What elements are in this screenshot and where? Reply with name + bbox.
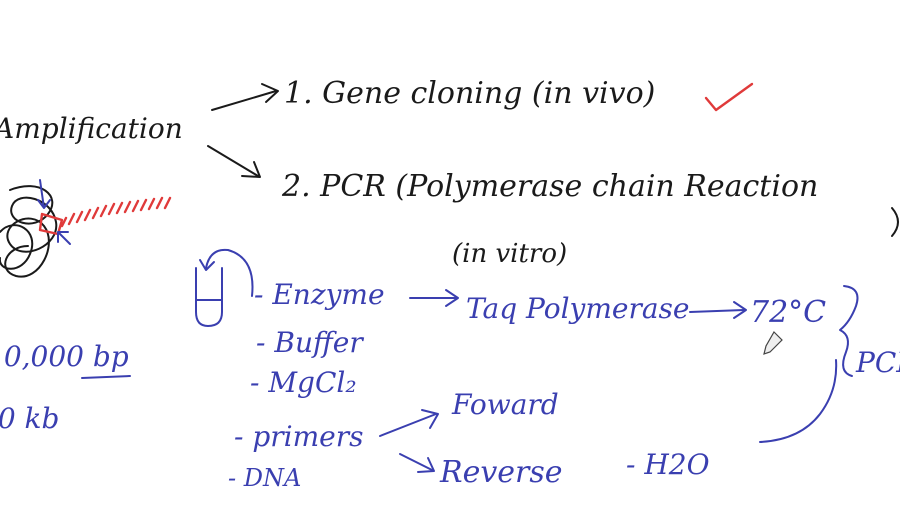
reverse-text: Reverse <box>439 455 563 490</box>
arrow-primers-to-reverse <box>399 453 435 473</box>
check-mark-icon <box>704 82 754 112</box>
arrow-taq-to-temp <box>689 301 747 319</box>
size-bp-text: 10,000 bp <box>0 340 129 373</box>
curly-brace <box>839 285 859 377</box>
pcr-mix-text: PCR mix <box>855 346 900 379</box>
arrow-to-pcr <box>207 145 261 178</box>
arrow-enzyme-to-taq <box>409 289 459 307</box>
amplification-text: Amplification <box>0 112 183 145</box>
enzyme-text: - Enzyme <box>254 278 385 311</box>
buffer-text: - Buffer <box>256 326 364 359</box>
pcr-text: 2. PCR (Polymerase chain Reaction <box>281 169 818 204</box>
mgcl2-text: - MgCl₂ <box>250 366 357 399</box>
temperature-text: 72°C <box>750 295 826 330</box>
arrow-to-gene-cloning <box>211 83 279 111</box>
arrow-primers-to-forward <box>379 409 439 437</box>
bp-underline <box>81 375 131 379</box>
gene-cloning-text: 1. Gene cloning (in vivo) <box>284 76 655 111</box>
forward-text: Foward <box>451 388 559 421</box>
pencil-icon <box>763 331 783 355</box>
connector-to-brace <box>759 359 838 443</box>
size-kb-text: 10 kb <box>0 402 59 435</box>
dna-tangle-drawing <box>0 179 172 278</box>
tube-icon <box>195 248 254 327</box>
in-vitro-text: (in vitro) <box>452 239 567 269</box>
paren-close-stroke <box>891 207 899 237</box>
dna-text: - DNA <box>228 464 301 492</box>
taq-polymerase-text: Taq Polymerase <box>466 292 690 325</box>
h2o-text: - H2O <box>626 448 710 481</box>
primers-text: - primers <box>234 420 364 453</box>
